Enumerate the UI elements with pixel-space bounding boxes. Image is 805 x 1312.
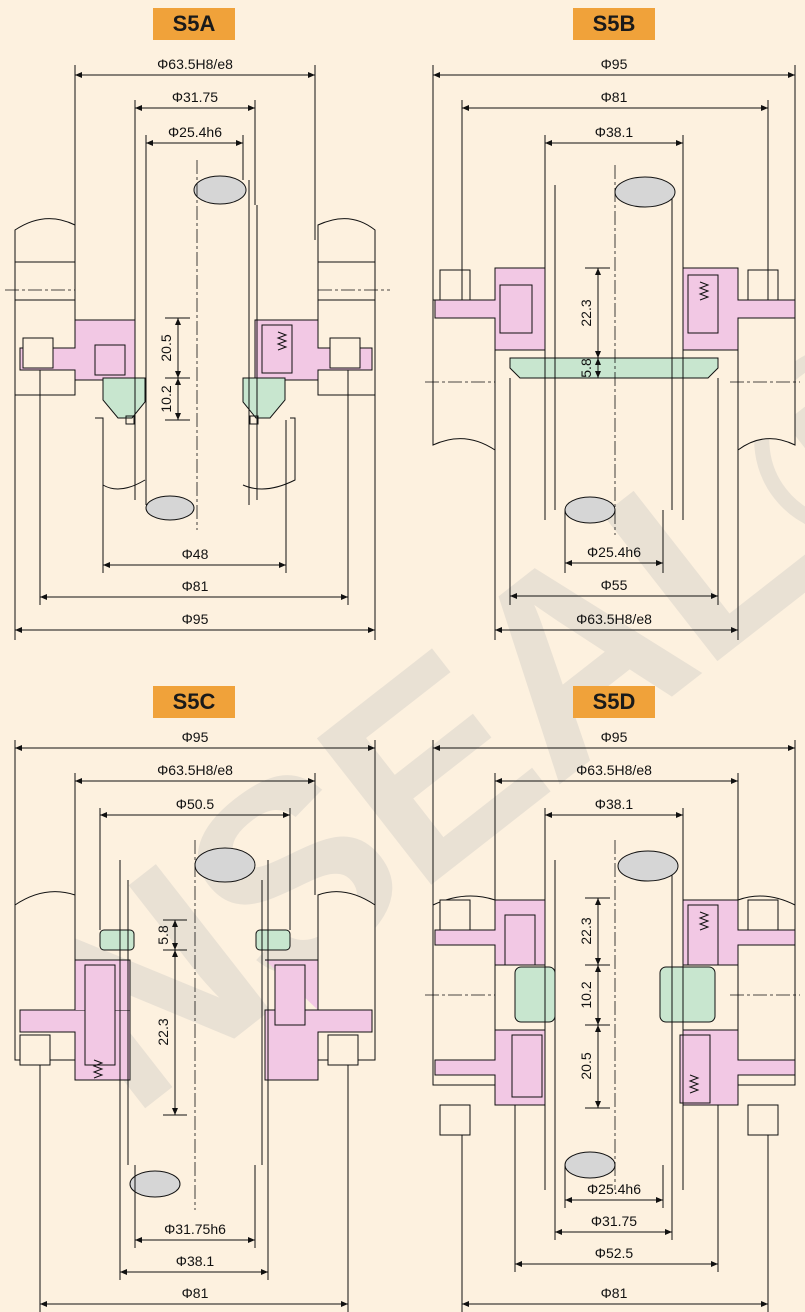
s5d-dim-top-3: Φ38.1	[594, 796, 634, 812]
title-s5c: S5C	[153, 686, 235, 718]
s5a-seal-ring-right	[242, 377, 286, 419]
s5c-dim-top-2: Φ63.5H8/e8	[157, 762, 233, 778]
s5a-shaft-end-top	[193, 175, 247, 205]
s5c-dim-bottom-1: Φ31.75h6	[164, 1221, 226, 1237]
panel-s5a-drawing	[5, 65, 390, 640]
s5c-dim-top-3: Φ50.5	[175, 796, 215, 812]
s5a-dim-bottom-1: Φ48	[181, 546, 209, 562]
panel-s5c-drawing	[14, 740, 376, 1312]
s5a-dim-bottom-2: Φ81	[181, 578, 209, 594]
panel-s5b-drawing	[425, 65, 800, 640]
s5c-housing-right	[264, 1009, 373, 1081]
s5a-dim-vert-2: 10.2	[158, 385, 174, 413]
s5b-seal-ring	[509, 357, 719, 379]
s5d-housing-lower-right	[682, 1029, 796, 1106]
s5c-seal-ring-left	[99, 929, 135, 951]
s5b-dim-top-3: Φ38.1	[594, 124, 634, 140]
s5d-dim-top-1: Φ95	[600, 729, 628, 745]
s5c-dim-vert-2: 22.3	[155, 1018, 171, 1046]
title-s5b: S5B	[573, 8, 655, 40]
s5b-dim-bottom-1: Φ25.4h6	[587, 544, 641, 560]
s5d-dim-vert-1: 22.3	[578, 917, 594, 945]
s5d-seal-ring-right	[659, 966, 716, 1023]
panel-s5d-drawing	[425, 740, 800, 1312]
s5d-dim-vert-3: 20.5	[578, 1052, 594, 1080]
s5d-shaft-end-top	[617, 850, 679, 882]
s5c-dim-bottom-3: Φ81	[181, 1285, 209, 1301]
s5d-dim-bottom-3: Φ52.5	[594, 1245, 634, 1261]
s5c-seal-ring-right	[255, 929, 291, 951]
s5b-dim-top-1: Φ95	[600, 56, 628, 72]
s5d-dim-bottom-4: Φ81	[600, 1285, 628, 1301]
s5d-shaft-end-bottom	[564, 1151, 616, 1179]
s5c-shaft-end-bottom	[129, 1170, 181, 1198]
s5d-dim-vert-2: 10.2	[578, 981, 594, 1009]
s5c-dim-vert-1: 5.8	[155, 925, 171, 945]
s5a-dim-top-3: Φ25.4h6	[168, 124, 222, 140]
s5d-dim-top-2: Φ63.5H8/e8	[576, 762, 652, 778]
s5a-seal-ring-left	[102, 377, 146, 419]
s5b-shaft-end-bottom	[564, 496, 616, 524]
s5b-dim-vert-2: 5.8	[578, 358, 594, 378]
s5c-dim-bottom-2: Φ38.1	[175, 1253, 215, 1269]
title-s5d: S5D	[573, 686, 655, 718]
s5a-dim-bottom-3: Φ95	[181, 611, 209, 627]
s5a-shaft-end-bottom	[145, 495, 195, 521]
s5d-dim-bottom-2: Φ31.75	[590, 1213, 638, 1229]
s5d-seal-ring-left	[514, 966, 556, 1023]
s5d-dim-bottom-1: Φ25.4h6	[587, 1181, 641, 1197]
s5b-dim-bottom-3: Φ63.5H8/e8	[576, 611, 652, 627]
s5a-dim-vert-1: 20.5	[158, 334, 174, 362]
s5b-shaft-end-top	[614, 176, 676, 208]
s5a-dim-top-1: Φ63.5H8/e8	[157, 56, 233, 72]
s5a-dim-top-2: Φ31.75	[171, 89, 219, 105]
s5b-dim-bottom-2: Φ55	[600, 577, 628, 593]
s5c-dim-top-1: Φ95	[181, 729, 209, 745]
s5c-shaft-end-top	[194, 847, 256, 883]
s5b-dim-top-2: Φ81	[600, 89, 628, 105]
title-s5a: S5A	[153, 8, 235, 40]
s5b-dim-vert-1: 22.3	[578, 299, 594, 327]
